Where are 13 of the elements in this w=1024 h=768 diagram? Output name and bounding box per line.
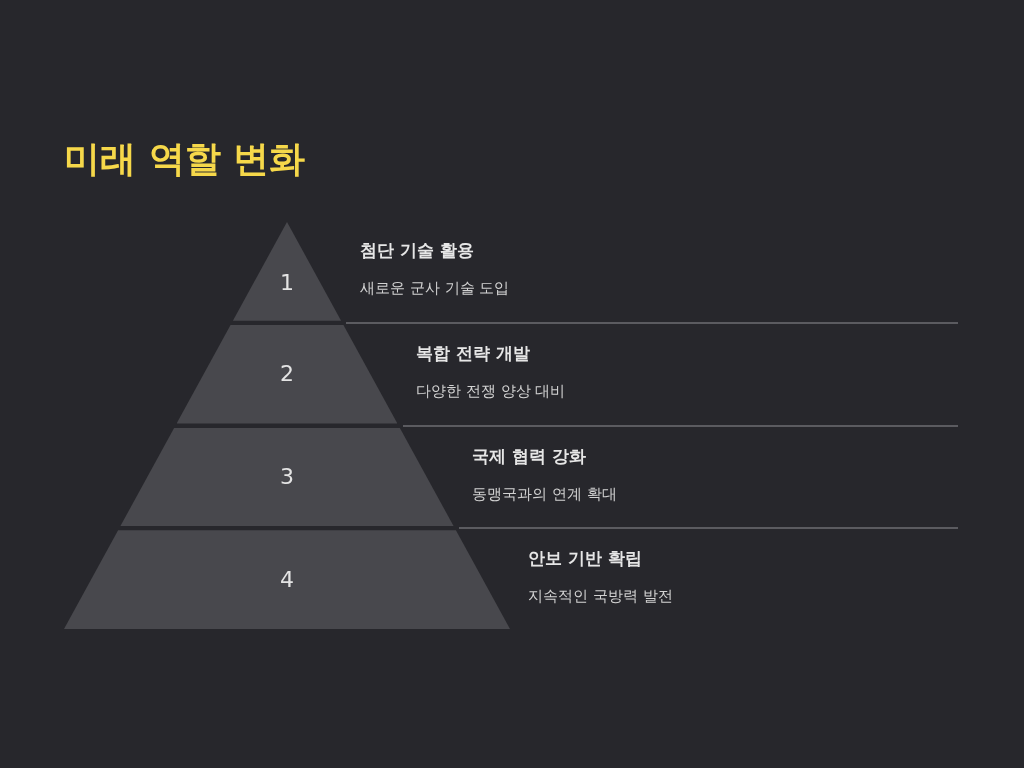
- tier-number: 2: [280, 361, 294, 388]
- tier-heading: 안보 기반 확립: [528, 547, 642, 570]
- tier-description: 다양한 전쟁 양상 대비: [416, 380, 566, 401]
- tier-number: 1: [280, 270, 294, 297]
- tier-number: 4: [280, 566, 294, 593]
- tier-heading: 국제 협력 강화: [472, 444, 586, 467]
- tier-description: 새로운 군사 기술 도입: [360, 278, 510, 298]
- diagram-title: 미래 역할 변화: [64, 137, 306, 181]
- tier-description: 지속적인 국방력 발전: [528, 586, 673, 607]
- tier-heading: 복합 전략 개발: [416, 341, 530, 364]
- tier-heading: 첨단 기술 활용: [360, 239, 474, 261]
- tier-number: 3: [280, 463, 294, 490]
- tier-description: 동맹국과의 연계 확대: [472, 483, 617, 504]
